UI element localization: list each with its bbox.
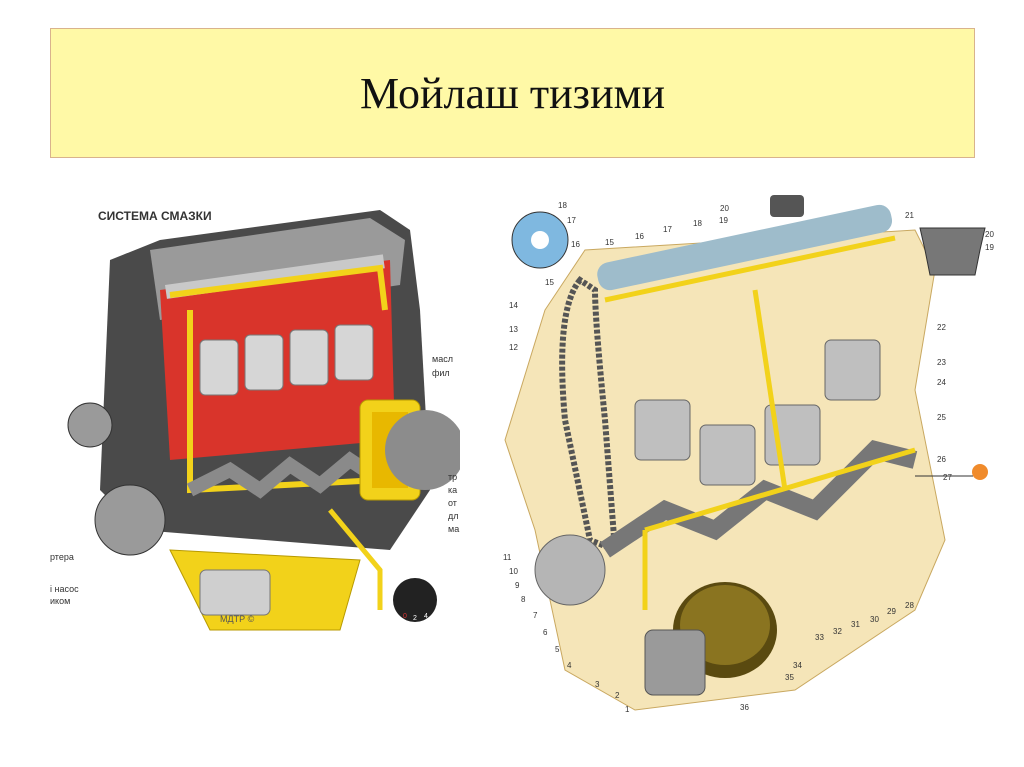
gauge-tick: 4 <box>424 613 428 620</box>
callout: 23 <box>937 358 946 367</box>
gauge-tick: 0 <box>403 613 407 620</box>
flywheel <box>385 410 465 490</box>
callout: 27 <box>943 473 952 482</box>
title-banner: Мойлаш тизими <box>50 28 975 158</box>
callout: 10 <box>509 567 518 576</box>
callout: 5 <box>555 645 560 654</box>
callout: 13 <box>509 325 518 334</box>
callout: 7 <box>533 611 538 620</box>
pulley-crank <box>94 484 166 556</box>
oil-pump <box>199 569 271 616</box>
oil-filler-cap <box>770 195 804 217</box>
oil-line <box>328 508 383 610</box>
inset-label: 19 <box>985 243 994 252</box>
callout: 19 <box>719 216 728 225</box>
partial-label: масл <box>432 354 453 364</box>
callout: 28 <box>905 601 914 610</box>
partial-label: тр <box>448 472 457 482</box>
callout: 11 <box>503 553 512 562</box>
partial-label: ка <box>448 485 457 495</box>
callout: 2 <box>615 691 620 700</box>
slide-title: Мойлаш тизими <box>359 68 666 118</box>
inset-label: 18 <box>558 201 567 210</box>
callout: 34 <box>793 661 802 670</box>
partial-label: ртера <box>50 552 74 562</box>
right-diagram-svg: 18 17 16 15 20 19 1 2 3 4 5 6 7 8 9 10 1… <box>503 195 994 714</box>
crankshaft <box>186 451 384 499</box>
callout: 21 <box>905 211 914 220</box>
callout: 26 <box>937 455 946 464</box>
inset-filter-detail: 18 17 16 15 <box>511 201 580 287</box>
callout-labels: 1 2 3 4 5 6 7 8 9 10 11 12 13 14 15 16 1… <box>503 204 952 714</box>
cam-oil-channel <box>604 235 896 303</box>
partial-label: иком <box>50 596 70 606</box>
pressure-sensor-lamp <box>972 464 988 480</box>
callout: 4 <box>567 661 572 670</box>
left-heading: СИСТЕМА СМАЗКИ <box>98 209 212 223</box>
callout: 35 <box>785 673 794 682</box>
callout: 18 <box>693 219 702 228</box>
gauge-tick: 2 <box>413 615 417 622</box>
callout: 17 <box>663 225 672 234</box>
left-diagram-svg: СИСТЕМА СМАЗКИ МДТР © 0 2 4 масл фил тр … <box>50 209 465 631</box>
callout: 24 <box>937 378 946 387</box>
callout: 15 <box>605 238 614 247</box>
callout: 36 <box>740 703 749 712</box>
partial-label: і насос <box>50 584 79 594</box>
callout: 30 <box>870 615 879 624</box>
callout: 6 <box>543 628 548 637</box>
callout: 31 <box>851 620 860 629</box>
callout: 32 <box>833 627 842 636</box>
inset-label: 16 <box>571 240 580 249</box>
inset-cap-detail: 20 19 <box>919 227 994 276</box>
oil-pump <box>644 629 706 696</box>
engine-cutaway-illustration: 18 17 16 15 20 19 1 2 3 4 5 6 7 8 9 10 1… <box>495 190 1000 720</box>
callout: 1 <box>625 705 630 714</box>
partial-label: ма <box>448 524 459 534</box>
callout: 20 <box>720 204 729 213</box>
callout: 22 <box>937 323 946 332</box>
callout: 33 <box>815 633 824 642</box>
pressure-gauge <box>393 578 437 622</box>
partial-label: от <box>448 498 457 508</box>
callout: 9 <box>515 581 520 590</box>
inset-label: 17 <box>567 216 576 225</box>
callout: 12 <box>509 343 518 352</box>
inset-label: 15 <box>545 278 554 287</box>
partial-label: фил <box>432 368 450 378</box>
main-oil-gallery <box>642 289 916 610</box>
drive-sprocket <box>534 534 606 606</box>
pistons <box>199 324 374 396</box>
callout: 8 <box>521 595 526 604</box>
watermark: МДТР © <box>220 614 255 624</box>
callout: 14 <box>509 301 518 310</box>
callout: 29 <box>887 607 896 616</box>
pulley-upper <box>67 402 113 448</box>
callout: 16 <box>635 232 644 241</box>
callout: 25 <box>937 413 946 422</box>
callout: 3 <box>595 680 600 689</box>
partial-label: дл <box>448 511 459 521</box>
lubrication-system-illustration: СИСТЕМА СМАЗКИ МДТР © 0 2 4 масл фил тр … <box>50 190 465 660</box>
camshaft <box>597 204 893 291</box>
inset-label: 20 <box>985 230 994 239</box>
crankshaft <box>600 440 918 558</box>
